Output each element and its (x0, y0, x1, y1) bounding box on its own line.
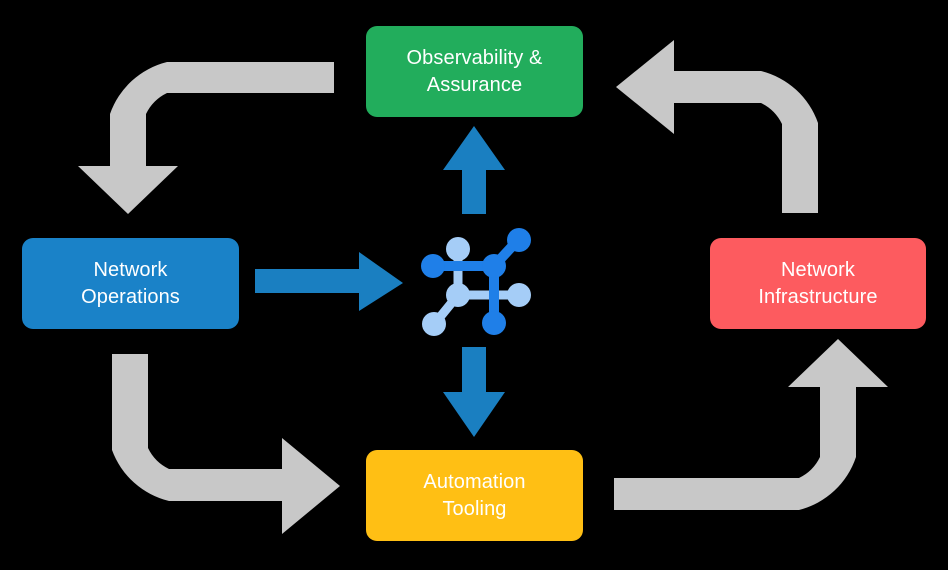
arrow-operations-to-automation (112, 354, 340, 534)
node-network-operations[interactable]: Network Operations (22, 238, 239, 329)
arrow-operations-to-center (255, 252, 403, 311)
node-automation-tooling-label: Automation Tooling (423, 470, 526, 520)
node-network-infrastructure-label: Network Infrastructure (758, 258, 878, 308)
network-topology-icon (421, 228, 531, 336)
node-observability-label: Observability & Assurance (406, 46, 543, 96)
node-automation-tooling[interactable]: Automation Tooling (366, 450, 583, 541)
arrow-infrastructure-to-observability (616, 40, 818, 213)
node-observability-assurance[interactable]: Observability & Assurance (366, 26, 583, 117)
arrow-automation-to-infrastructure (614, 339, 888, 510)
arrow-center-to-automation (443, 347, 505, 437)
arrow-observability-to-operations (78, 62, 334, 214)
node-network-infrastructure[interactable]: Network Infrastructure (710, 238, 926, 329)
arrow-center-to-observability (443, 126, 505, 214)
node-network-operations-label: Network Operations (81, 258, 180, 308)
